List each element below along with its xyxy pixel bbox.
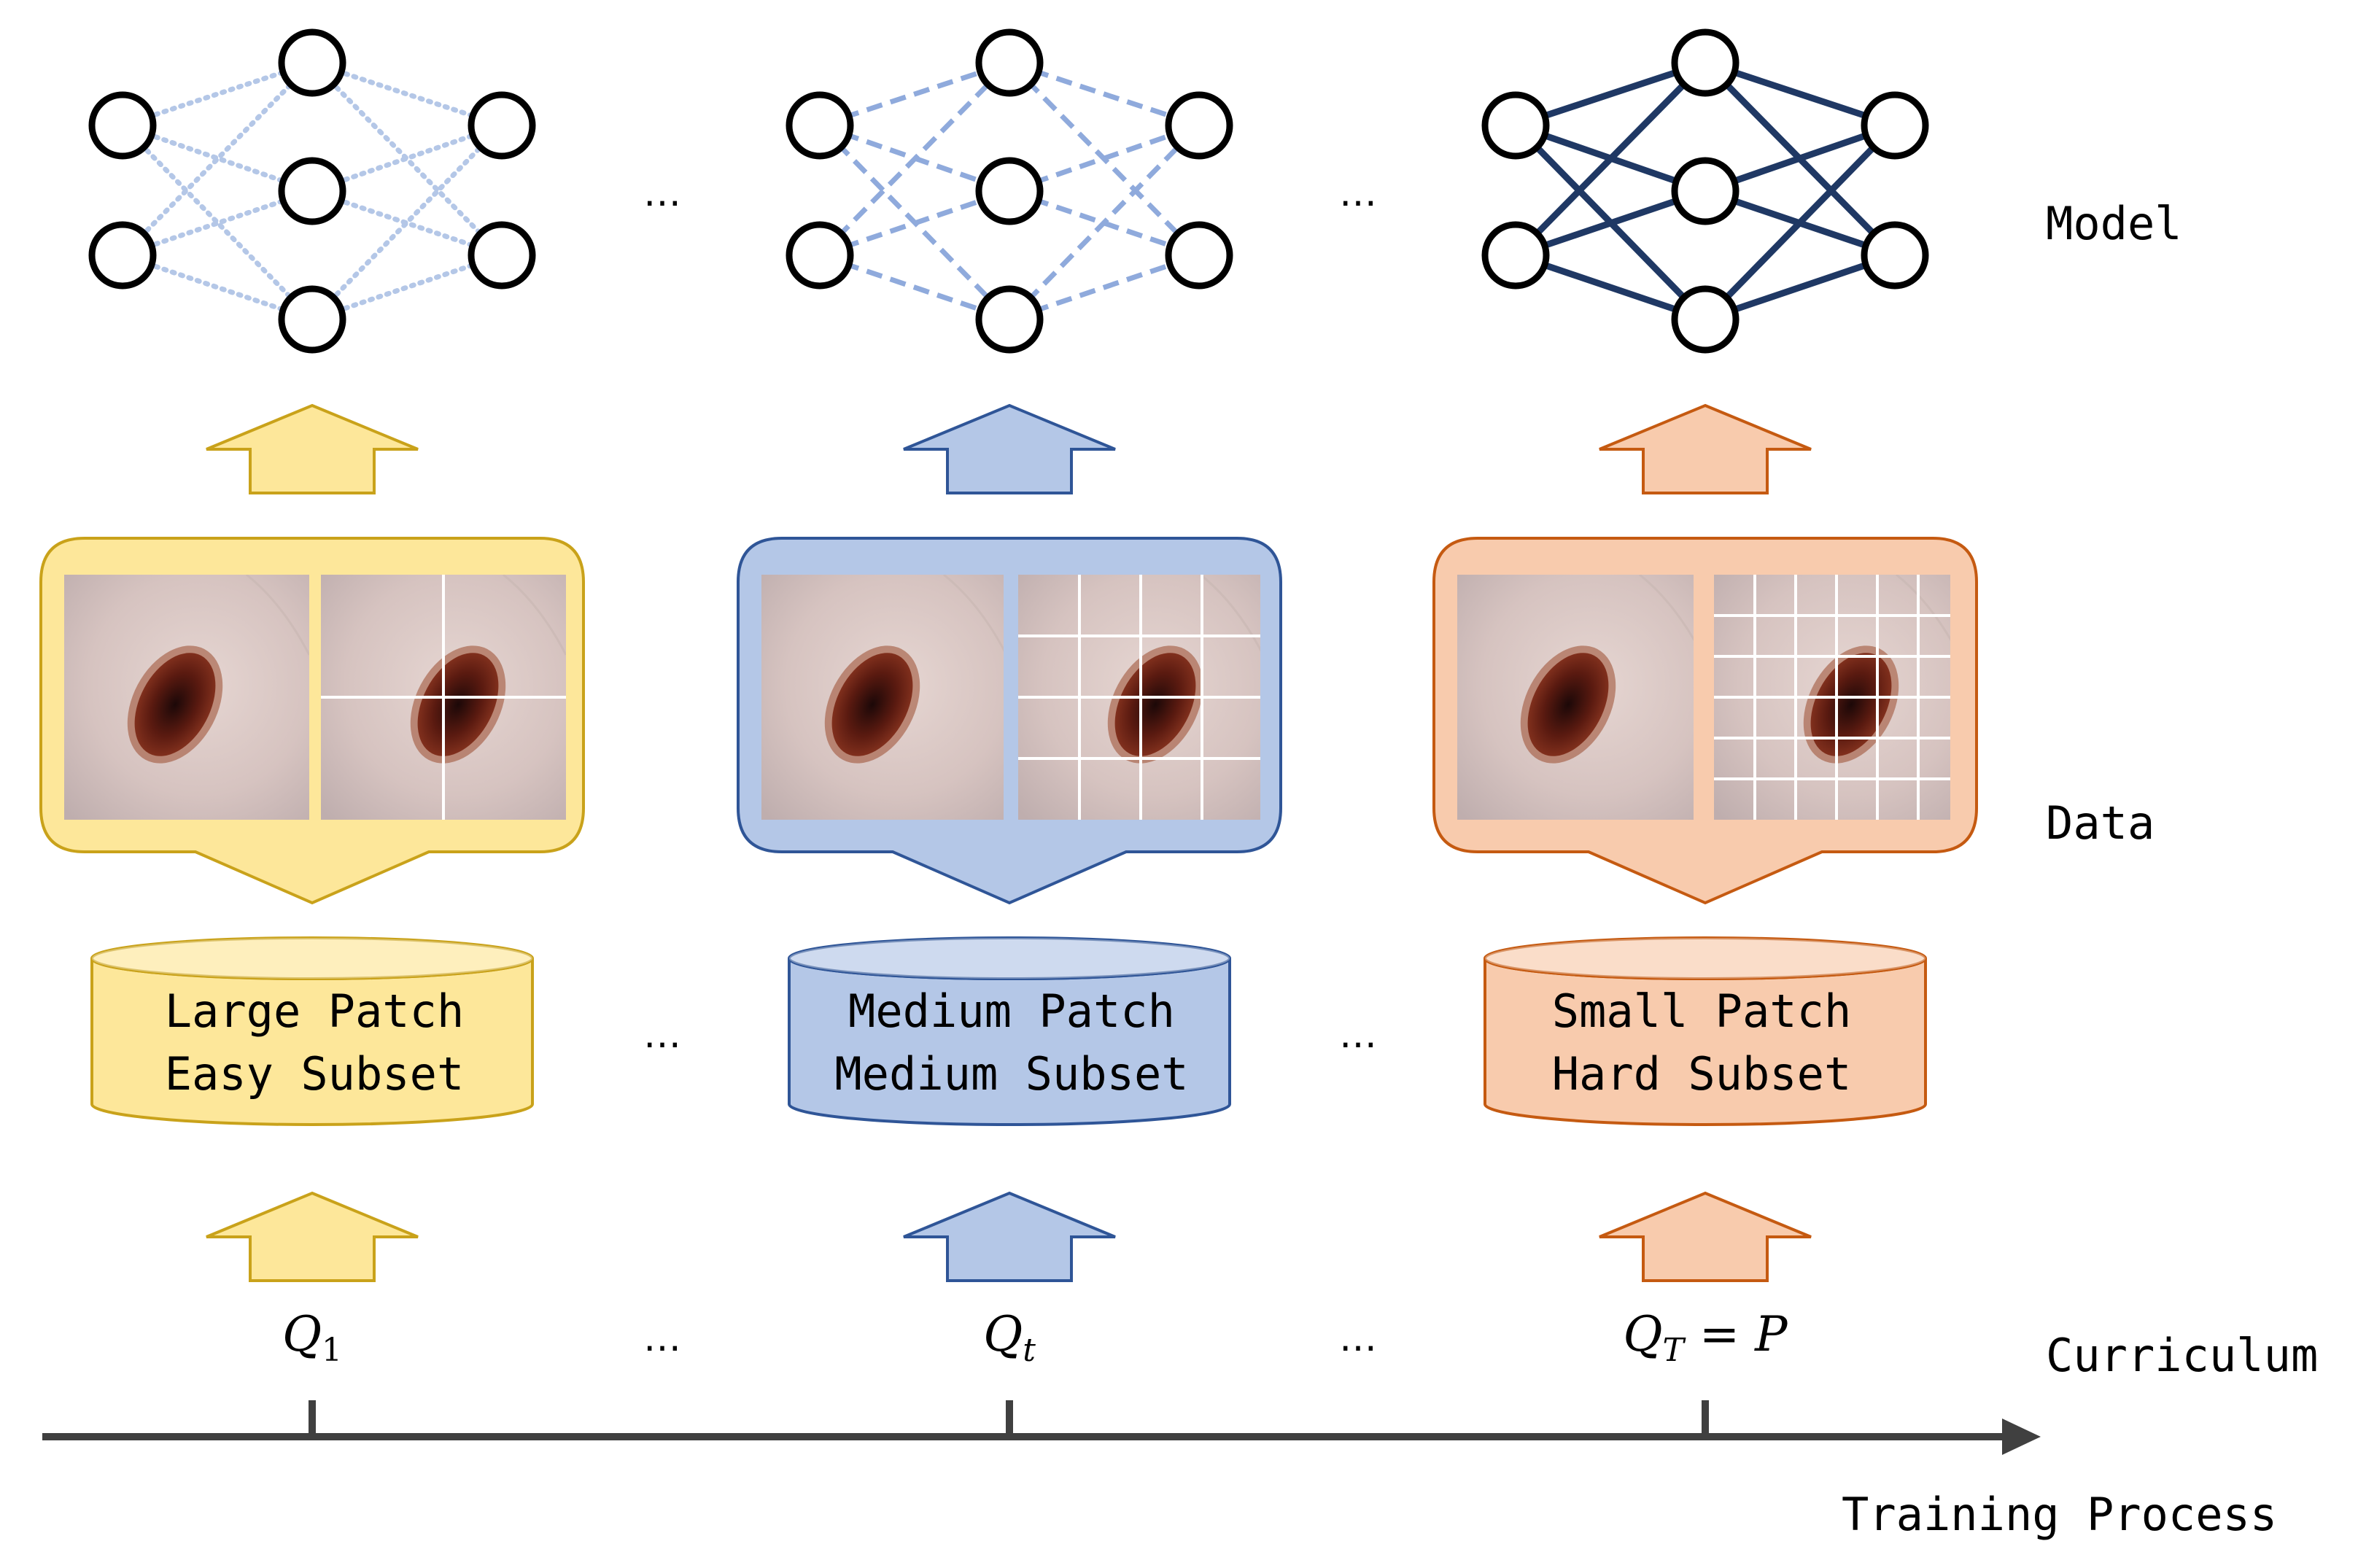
upB0-shape [206, 1191, 419, 1282]
stage-3-neuron-0 [1481, 91, 1550, 160]
stage-3-network [1481, 28, 1929, 354]
stage-3-neuron-5 [1861, 91, 1929, 160]
stage-3-subset-label-line1: Small Patch [1552, 985, 1852, 1038]
stage-2-model-arrow [903, 403, 1116, 494]
upB1-shape [903, 1191, 1116, 1282]
stage-3-neuron-4 [1671, 285, 1740, 354]
stage-2-network [786, 28, 1233, 354]
stage-1-cylinder-top-highlight [92, 938, 532, 979]
ellipsis-curriculum-2: … [1339, 1316, 1377, 1360]
stage-1-network [88, 28, 536, 354]
stage-2-neuron-4 [975, 285, 1044, 354]
stage-1-neuron-5 [468, 91, 536, 160]
stage-3-curriculum-arrow [1599, 1191, 1812, 1282]
upA1-shape [903, 403, 1116, 494]
stage-1-subset-label-line1: Large Patch [165, 985, 465, 1038]
stage-2-curriculum-arrow [903, 1191, 1116, 1282]
stage-1-edge-10 [309, 123, 505, 322]
upA0-shape [206, 403, 419, 494]
stage-1-data-callout [39, 537, 585, 905]
stage-2-neuron-2 [975, 28, 1044, 97]
stage-2-subset-label-line1: Medium Patch [848, 985, 1175, 1038]
stage-1-neuron-6 [468, 221, 536, 290]
stage-3-data-callout [1432, 537, 1978, 905]
row-label-model: Model [2046, 197, 2182, 250]
stage-2-neuron-0 [786, 91, 854, 160]
stage-3-edge-10 [1702, 123, 1898, 322]
ellipsis-model-2: … [1339, 171, 1377, 215]
stage-1-cylinder-top [90, 936, 534, 980]
stage-3-edge-3 [1513, 60, 1708, 258]
stage-2-neuron-6 [1165, 221, 1233, 290]
stage-2-image-original [761, 575, 1004, 820]
stage-1-neuron-2 [278, 28, 346, 97]
stage-2-data-callout [737, 537, 1282, 905]
stage-2-cylinder-top [788, 936, 1231, 980]
stage-3-model-arrow [1599, 403, 1812, 494]
stage-1-edge-3 [120, 60, 315, 258]
stage-2-neuron-5 [1165, 91, 1233, 160]
stage-2-subset-cylinder [788, 936, 1231, 1126]
ellipsis-data-2: … [1339, 1013, 1377, 1057]
stage-3-curriculum-symbol: QT = P [1623, 1306, 1788, 1369]
ellipsis-curriculum-1: … [643, 1316, 681, 1360]
stage-2-image-patched [1018, 575, 1260, 820]
stage-3-neuron-6 [1861, 221, 1929, 290]
stage-2-neuron-1 [786, 221, 854, 290]
upB2-shape [1599, 1191, 1812, 1282]
stage-2-subset-label-line2: Medium Subset [834, 1047, 1188, 1101]
stage-2-edge-3 [818, 61, 1012, 257]
stage-1-curriculum-arrow [206, 1191, 419, 1282]
stage-1-neuron-3 [278, 157, 346, 225]
stage-1-image-original [64, 575, 309, 820]
ellipsis-model-1: … [643, 171, 681, 215]
upA2-shape [1599, 403, 1812, 494]
stage-1-image-patched [321, 575, 566, 820]
stage-1-curriculum-symbol: Q1 [282, 1306, 342, 1369]
stage-2-neuron-3 [975, 157, 1044, 225]
stage-3-neuron-1 [1481, 221, 1550, 290]
stage-3-image-patched [1714, 575, 1950, 820]
stage-3-subset-cylinder [1484, 936, 1927, 1126]
stage-1-subset-label-line2: Easy Subset [165, 1047, 465, 1101]
stage-3-neuron-2 [1671, 28, 1740, 97]
training-axis [42, 1400, 2041, 1455]
stage-2-curriculum-symbol: Qt [983, 1306, 1036, 1369]
axis-arrowhead [2002, 1418, 2041, 1455]
stage-3-neuron-3 [1671, 157, 1740, 225]
stage-1-model-arrow [206, 403, 419, 494]
axis-label: Training Process [1842, 1488, 2277, 1541]
row-label-data: Data [2046, 796, 2155, 850]
stage-1-neuron-4 [278, 285, 346, 354]
stage-3-cylinder-top [1484, 936, 1927, 980]
ellipsis-data-1: … [643, 1013, 681, 1057]
stage-1-neuron-1 [88, 221, 157, 290]
stage-2-edge-10 [1007, 123, 1201, 322]
stage-1-subset-cylinder [90, 936, 534, 1126]
stage-1-neuron-0 [88, 91, 157, 160]
stage-3-subset-label-line2: Hard Subset [1552, 1047, 1852, 1101]
stage-2-cylinder-top-highlight [789, 938, 1230, 979]
stage-3-cylinder-top-highlight [1485, 938, 1925, 979]
row-label-curriculum: Curriculum [2046, 1329, 2318, 1382]
stage-3-image-original [1457, 575, 1694, 820]
